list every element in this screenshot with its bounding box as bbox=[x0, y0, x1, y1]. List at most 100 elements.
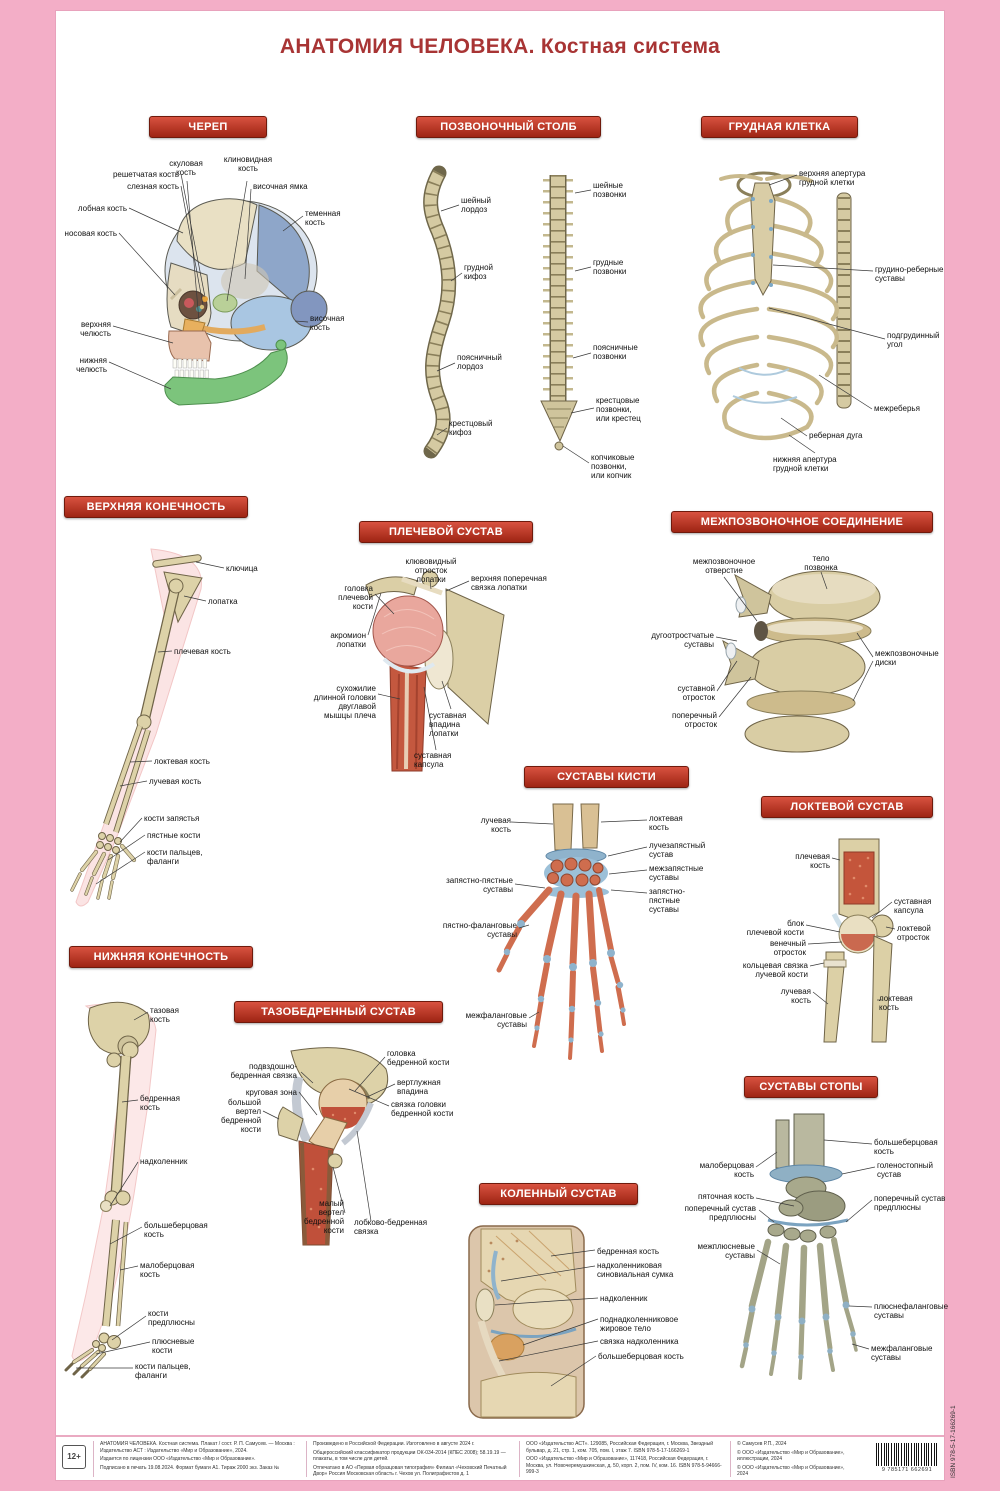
hand-illustration bbox=[496, 803, 648, 1060]
section-lower-limb: НИЖНЯЯ КОНЕЧНОСТЬ тазовая кость бедренна… bbox=[56, 944, 286, 1406]
section-title: СУСТАВЫ СТОПЫ bbox=[744, 1076, 878, 1098]
anatomy-label: малоберцовая кость bbox=[140, 1261, 195, 1280]
intervertebral-illustration bbox=[715, 570, 881, 753]
anatomy-label: реберная дуга bbox=[809, 431, 863, 440]
anatomy-label: дугоотростчатые суставы bbox=[651, 631, 714, 650]
section-shoulder: ПЛЕЧЕВОЙ СУСТАВ клювовидный отросток лоп… bbox=[296, 519, 556, 776]
anatomy-label: копчиковые позвонки, или копчик bbox=[591, 453, 635, 481]
anatomy-label: бедренная кость bbox=[597, 1247, 660, 1256]
anatomy-label: малоберцовая кость bbox=[699, 1161, 754, 1180]
anatomy-label: межпозвоночные диски bbox=[875, 649, 939, 668]
footer-text: Издается по лицензии ООО «Издательство «… bbox=[100, 1456, 256, 1462]
section-title: СУСТАВЫ КИСТИ bbox=[524, 766, 689, 788]
lower-limb-illustration bbox=[64, 1001, 157, 1379]
anatomy-label: суставной отросток bbox=[677, 684, 715, 703]
footer-text: ООО «Издательство «Мир и Образование», 1… bbox=[526, 1456, 722, 1475]
footer-imprint-column: АНАТОМИЯ ЧЕЛОВЕКА. Костная система. Плак… bbox=[93, 1441, 299, 1477]
anatomy-label: тело позвонка bbox=[804, 554, 838, 573]
anatomy-label: кости предплюсны bbox=[148, 1309, 195, 1328]
section-intervertebral: МЕЖПОЗВОНОЧНОЕ СОЕДИНЕНИЕ межпозвоночное… bbox=[639, 509, 959, 761]
anatomy-label: лобково-бедренная связка bbox=[354, 1218, 428, 1237]
anatomy-label: кольцевая связка лучевой кости bbox=[742, 961, 808, 980]
section-knee: КОЛЕННЫЙ СУСТАВ бедренная кость надколен… bbox=[451, 1181, 701, 1426]
anatomy-label: лопатка bbox=[208, 597, 238, 606]
anatomy-label: большеберцовая кость bbox=[144, 1221, 208, 1240]
section-title: ЧЕРЕП bbox=[149, 116, 267, 138]
footer: 12+ АНАТОМИЯ ЧЕЛОВЕКА. Костная система. … bbox=[56, 1435, 944, 1481]
anatomy-label: межпозвоночное отверстие bbox=[692, 557, 756, 576]
poster: АНАТОМИЯ ЧЕЛОВЕКА. Костная система ЧЕРЕП… bbox=[55, 10, 948, 1481]
anatomy-label: пястные кости bbox=[147, 831, 201, 840]
section-title: ПЛЕЧЕВОЙ СУСТАВ bbox=[359, 521, 533, 543]
anatomy-label: крестцовые позвонки, или крестец bbox=[596, 396, 641, 424]
anatomy-label: плюсневые кости bbox=[152, 1337, 195, 1356]
anatomy-label: теменная кость bbox=[305, 209, 341, 228]
anatomy-label: кости пальцев, фаланги bbox=[147, 848, 203, 867]
anatomy-label: локтевая кость bbox=[649, 814, 683, 833]
anatomy-label: решетчатая кость bbox=[112, 170, 179, 179]
anatomy-label: лучезапястный сустав bbox=[649, 841, 706, 860]
section-elbow: ЛОКТЕВОЙ СУСТАВ плечевая кость суставная… bbox=[736, 794, 956, 1046]
anatomy-label: носовая кость bbox=[64, 229, 117, 238]
anatomy-label: межплюсневые суставы bbox=[697, 1242, 755, 1261]
anatomy-label: поперечный отросток bbox=[672, 711, 717, 730]
anatomy-label: лобная кость bbox=[77, 204, 127, 213]
anatomy-label: пяточная кость bbox=[698, 1192, 754, 1201]
anatomy-label: плюснефаланговые суставы bbox=[874, 1302, 949, 1321]
anatomy-label: надколенниковая синовиальная сумка bbox=[597, 1261, 674, 1280]
isbn-vertical: ISBN 978-5-17-166269-1 bbox=[950, 1405, 957, 1478]
anatomy-label: межфаланговые суставы bbox=[465, 1011, 527, 1030]
anatomy-label: ключица bbox=[226, 564, 258, 573]
section-title: МЕЖПОЗВОНОЧНОЕ СОЕДИНЕНИЕ bbox=[671, 511, 933, 533]
section-title: ПОЗВОНОЧНЫЙ СТОЛБ bbox=[416, 116, 601, 138]
anatomy-label: клювовидный отросток лопатки bbox=[405, 557, 457, 585]
anatomy-label: грудные позвонки bbox=[593, 258, 627, 277]
shoulder-illustration bbox=[365, 570, 505, 772]
anatomy-label: клиновидная кость bbox=[223, 155, 273, 174]
anatomy-label: крестцовый кифоз bbox=[449, 419, 493, 438]
anatomy-label: круговая зона bbox=[245, 1088, 297, 1097]
anatomy-label: блок плечевой кости bbox=[746, 919, 804, 938]
anatomy-label: поперечный сустав предплюсны bbox=[874, 1194, 946, 1213]
age-badge: 12+ bbox=[62, 1445, 86, 1469]
section-skull: ЧЕРЕП скуловая кость клиновидная кость р… bbox=[59, 113, 356, 491]
anatomy-label: локтевой отросток bbox=[897, 924, 931, 943]
anatomy-label: поясничные позвонки bbox=[593, 343, 638, 362]
anatomy-label: шейные позвонки bbox=[593, 181, 627, 200]
anatomy-label: грудной кифоз bbox=[464, 263, 494, 282]
footer-text: © ООО «Издательство «Мир и Образование»,… bbox=[737, 1449, 845, 1463]
footer-text: АНАТОМИЯ ЧЕЛОВЕКА. Костная система. Плак… bbox=[100, 1441, 295, 1454]
anatomy-label: суставная капсула bbox=[414, 751, 452, 770]
anatomy-label: подгрудинный угол bbox=[887, 331, 940, 350]
anatomy-label: тазовая кость bbox=[150, 1006, 179, 1025]
anatomy-label: локтевая кость bbox=[154, 757, 210, 766]
anatomy-label: поясничный лордоз bbox=[457, 353, 502, 372]
anatomy-label: надколенник bbox=[600, 1294, 648, 1303]
anatomy-label: бедренная кость bbox=[140, 1094, 180, 1113]
footer-text: ООО «Издательство АСТ». 129085, Российск… bbox=[526, 1441, 714, 1454]
anatomy-label: кости пальцев, фаланги bbox=[135, 1362, 191, 1381]
anatomy-label: большой вертел бедренной кости bbox=[221, 1098, 262, 1135]
footer-text: Подписано в печать 19.08.2024. Формат бу… bbox=[100, 1464, 280, 1471]
footer-text: © Самусев Р.П., 2024 bbox=[737, 1441, 787, 1447]
section-title: КОЛЕННЫЙ СУСТАВ bbox=[479, 1183, 638, 1205]
footer-publisher-column: ООО «Издательство АСТ». 129085, Российск… bbox=[519, 1441, 723, 1477]
anatomy-label: локтевая кость bbox=[879, 994, 913, 1013]
footer-text: Общероссийский классификатор продукции О… bbox=[313, 1449, 506, 1463]
anatomy-label: слезная кость bbox=[127, 182, 179, 191]
knee-illustration bbox=[468, 1225, 599, 1419]
anatomy-label: пястно-фаланговые суставы bbox=[442, 921, 517, 940]
anatomy-label: скуловая кость bbox=[169, 159, 203, 178]
skull-illustration bbox=[108, 173, 328, 406]
anatomy-label: большеберцовая кость bbox=[874, 1138, 938, 1157]
anatomy-label: шейный лордоз bbox=[461, 196, 491, 215]
upper-limb-illustration bbox=[70, 548, 225, 907]
footer-text: © ООО «Издательство «Мир и Образование»,… bbox=[737, 1464, 845, 1478]
anatomy-label: венечный отросток bbox=[769, 939, 806, 958]
anatomy-label: верхняя поперечная связка лопатки bbox=[471, 574, 547, 593]
anatomy-label: верхняя челюсть bbox=[80, 320, 111, 339]
foot-illustration bbox=[739, 1113, 876, 1380]
anatomy-label: лучевая кость bbox=[480, 816, 511, 835]
anatomy-label: лучевая кость bbox=[780, 987, 811, 1006]
